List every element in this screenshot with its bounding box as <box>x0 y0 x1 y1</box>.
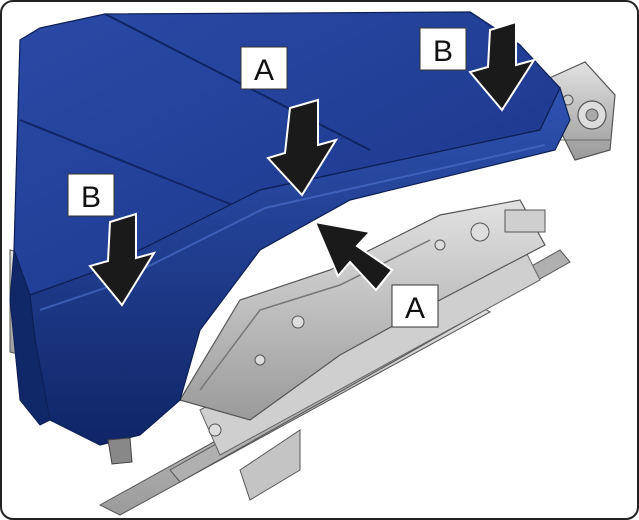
callout-letter: B <box>433 35 453 68</box>
lower-seat-rails <box>98 239 571 516</box>
callout-a-front: A <box>391 284 439 328</box>
callout-b-right: B <box>419 27 467 71</box>
callout-letter: A <box>405 292 425 325</box>
callout-b-left: B <box>67 173 115 217</box>
side-mechanism-plate <box>179 199 546 501</box>
callout-letter: A <box>254 54 274 87</box>
arrow-b-right <box>468 20 537 112</box>
right-hinge-mechanism <box>544 61 616 161</box>
arrow-a-top <box>266 98 339 197</box>
callout-a-top: A <box>240 46 288 90</box>
arrow-a-front <box>313 220 394 292</box>
arrow-b-left <box>88 212 157 307</box>
callout-letter: B <box>81 181 101 214</box>
